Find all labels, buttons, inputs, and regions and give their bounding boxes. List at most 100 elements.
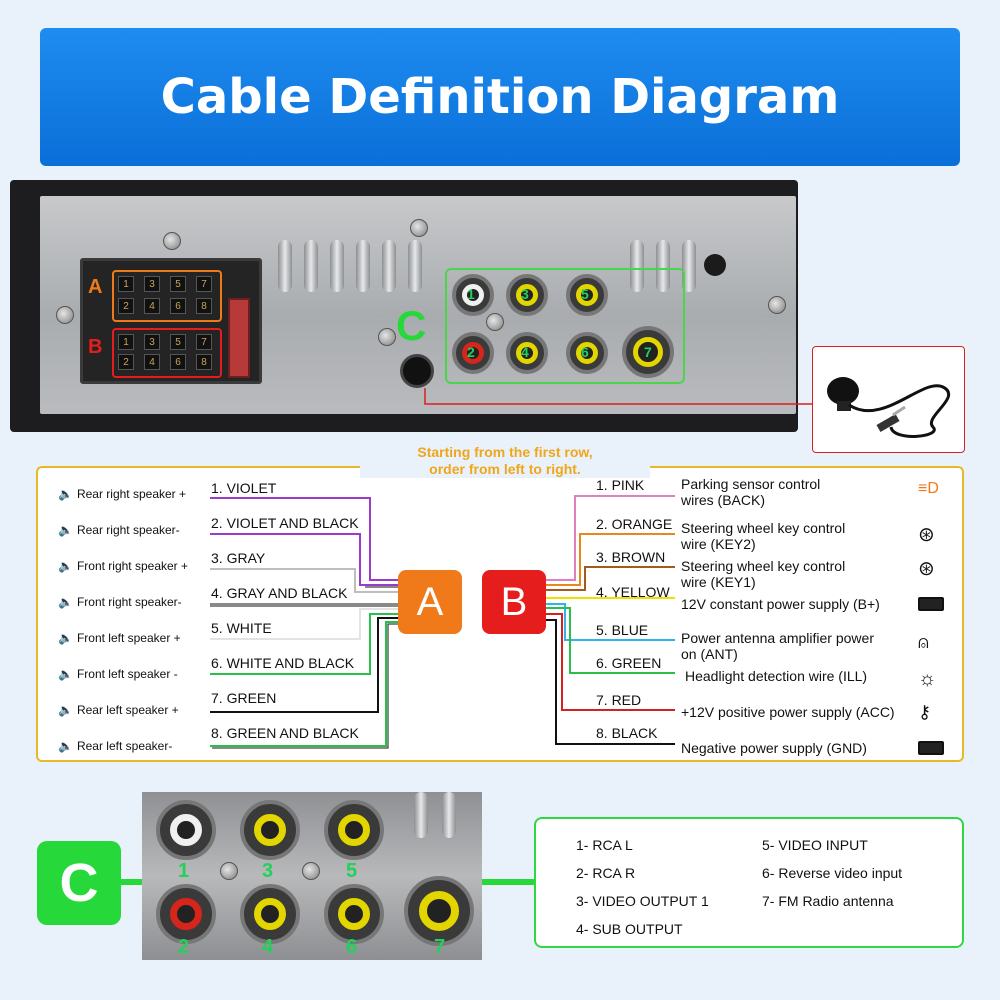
rca-number: 2 xyxy=(178,936,190,958)
rca-number: 5 xyxy=(346,860,358,882)
pin: 5 xyxy=(170,334,186,350)
rca-number: 7 xyxy=(644,344,652,360)
rca-jack-2 xyxy=(156,884,216,944)
title-banner: Cable Definition Diagram xyxy=(40,28,960,166)
rca-jack-4 xyxy=(240,884,300,944)
connector-a-letter: A xyxy=(88,276,103,298)
screw xyxy=(56,306,74,324)
speaker-icon: 🔈 xyxy=(58,667,73,681)
mic-leader-line xyxy=(424,388,812,405)
order-note-line1: Starting from the first row, xyxy=(417,444,593,460)
rca-number: 2 xyxy=(467,344,475,360)
function-label: Power antenna amplifier power on (ANT) xyxy=(681,630,874,662)
vent-slot xyxy=(682,240,696,292)
speaker-icon: 🔈 xyxy=(58,559,73,573)
vent-slot xyxy=(656,240,670,292)
pin: 3 xyxy=(144,276,160,292)
wire-b-label: 1. PINK xyxy=(596,477,645,493)
speaker-icon: 🔈 xyxy=(58,703,73,717)
pin: 2 xyxy=(118,354,134,370)
order-note-line2: order from left to right. xyxy=(429,461,581,477)
speaker-label: 🔈Front right speaker + xyxy=(58,559,189,573)
key-icon: ⚷ xyxy=(918,702,932,722)
pin: 8 xyxy=(196,354,212,370)
vent-slot xyxy=(630,240,644,292)
rca-number: 4 xyxy=(521,344,529,360)
speaker-icon: 🔈 xyxy=(58,631,73,645)
parking-light-icon: ≡D xyxy=(918,480,939,497)
rca-jack-6 xyxy=(566,332,608,374)
antenna-icon: ⍝ xyxy=(918,632,929,652)
wire-a-label: 1. VIOLET xyxy=(211,480,277,496)
wire-b-label: 3. BROWN xyxy=(596,549,666,565)
pin: 7 xyxy=(196,334,212,350)
speaker-label: 🔈Front right speaker- xyxy=(58,595,182,609)
rca-jack-7 xyxy=(404,876,474,946)
connector-b-outline xyxy=(112,328,222,378)
wire-a-label: 7. GREEN xyxy=(211,690,277,706)
speaker-icon: 🔈 xyxy=(58,523,73,537)
connector-b-letter: B xyxy=(88,336,103,358)
function-label: +12V positive power supply (ACC) xyxy=(681,704,895,720)
wire-b-label: 4. YELLOW xyxy=(596,584,670,600)
vent-slot xyxy=(414,792,428,838)
function-label: Negative power supply (GND) xyxy=(681,740,867,756)
rca-jack-3 xyxy=(506,274,548,316)
iso-a-top-pins: 1 3 5 7 xyxy=(118,276,212,292)
screw xyxy=(410,219,428,237)
wire-a-label: 5. WHITE xyxy=(211,620,272,636)
microphone-icon xyxy=(827,377,951,438)
rca-number: 6 xyxy=(581,344,589,360)
rca-jack-4 xyxy=(506,332,548,374)
pin: 4 xyxy=(144,354,160,370)
legend-item: 3- VIDEO OUTPUT 1 xyxy=(576,893,709,909)
rca-jack-2 xyxy=(452,332,494,374)
vent-slot xyxy=(278,240,292,292)
speaker-icon: 🔈 xyxy=(58,487,73,501)
wire-a-label: 2. VIOLET AND BLACK xyxy=(211,515,359,531)
vent-slot xyxy=(330,240,344,292)
vent-slot xyxy=(382,240,396,292)
speaker-label: 🔈Front left speaker + xyxy=(58,631,181,645)
speaker-icon: 🔈 xyxy=(58,739,73,753)
pin: 7 xyxy=(196,276,212,292)
iso-b-top-pins: 1 3 5 7 xyxy=(118,334,212,350)
rca-number: 1 xyxy=(178,860,190,882)
pin: 5 xyxy=(170,276,186,292)
wire-lines xyxy=(210,495,675,749)
screw xyxy=(378,328,396,346)
pin: 2 xyxy=(118,298,134,314)
vent-slot xyxy=(408,240,422,292)
function-label: 12V constant power supply (B+) xyxy=(681,596,880,612)
wire-b-label: 7. RED xyxy=(596,692,642,708)
connector-c-letter: C xyxy=(396,302,427,349)
screw xyxy=(486,313,504,331)
plug-a: A xyxy=(398,570,462,634)
iso-b-bottom-pins: 2 4 6 8 xyxy=(118,354,212,370)
rca-number: 7 xyxy=(434,936,446,958)
rca-jack-7 xyxy=(622,326,674,378)
rca-group-outline xyxy=(445,268,685,384)
mount-hole xyxy=(704,254,726,276)
pin: 3 xyxy=(144,334,160,350)
legend-item: 5- VIDEO INPUT xyxy=(762,837,868,853)
microphone-inset xyxy=(812,346,965,453)
speaker-icon: 🔈 xyxy=(58,595,73,609)
pin: 8 xyxy=(196,298,212,314)
speaker-label: 🔈Front left speaker - xyxy=(58,667,178,681)
connector-a-outline xyxy=(112,270,222,322)
steering-wheel-icon: ⊛ xyxy=(918,558,935,580)
wire-a-label: 6. WHITE AND BLACK xyxy=(211,655,355,671)
speaker-label: 🔈Rear right speaker- xyxy=(58,523,180,537)
vent-slot xyxy=(356,240,370,292)
speaker-label: 🔈Rear right speaker + xyxy=(58,487,187,501)
steering-wheel-icon: ⊛ xyxy=(918,524,935,546)
wire-a-label: 3. GRAY xyxy=(211,550,266,566)
rca-number: 3 xyxy=(521,286,529,302)
connector-c-badge: C xyxy=(37,841,121,925)
order-note: Starting from the first row, order from … xyxy=(360,444,650,478)
vent-slot xyxy=(442,792,456,838)
vent-slot xyxy=(304,240,318,292)
